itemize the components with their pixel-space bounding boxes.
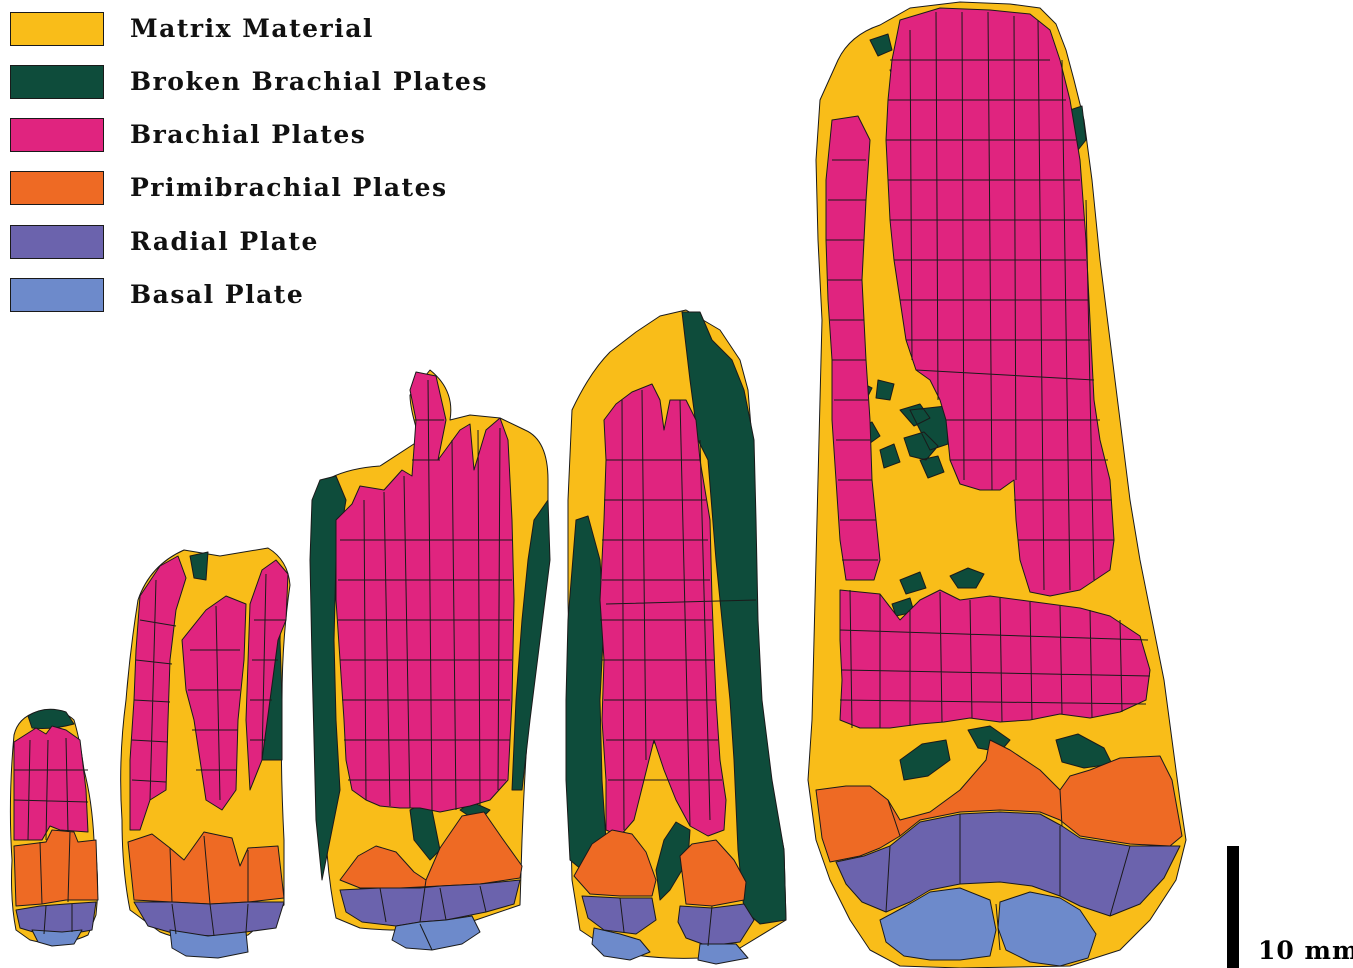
specimen-1 (10, 709, 98, 946)
specimen-1-basals (32, 930, 82, 946)
specimen-1-brachials (14, 726, 88, 840)
scale-bar (1227, 846, 1239, 968)
specimen-2-radials (134, 902, 284, 936)
specimen-3-brachials (336, 372, 514, 812)
specimen-1-broken-plates (28, 709, 74, 728)
specimen-4 (566, 310, 786, 964)
specimen-5 (808, 2, 1186, 968)
scale-label: 10 mm (1258, 936, 1353, 965)
specimen-2 (121, 548, 290, 958)
specimen-4-broken-plates-left (566, 516, 606, 870)
specimen-3 (310, 370, 550, 950)
